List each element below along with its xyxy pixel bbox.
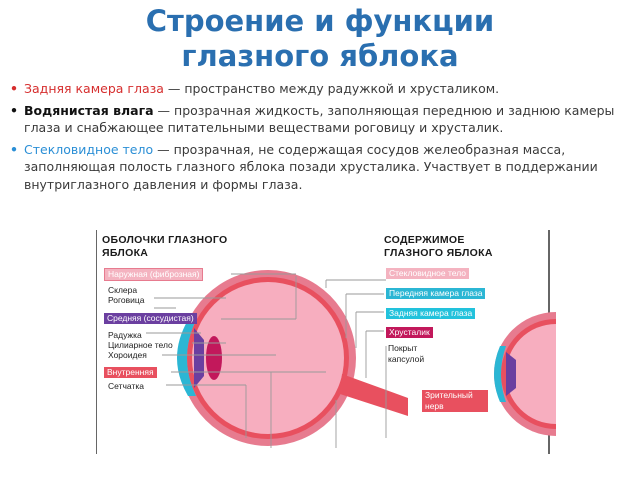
left-header: ОБОЛОЧКИ ГЛАЗНОГО ЯБЛОКА bbox=[102, 234, 227, 260]
bullet-aqueous-humor: • Водянистая влага — прозрачная жидкость… bbox=[10, 102, 630, 137]
bullet-vitreous-body: • Стекловидное тело — прозрачная, не сод… bbox=[10, 141, 630, 194]
label-vitreous: Стекловидное тело bbox=[386, 268, 470, 279]
label-optic-nerve: Зрительный нерв bbox=[422, 390, 488, 412]
eye-illustration bbox=[96, 230, 556, 454]
bullet-posterior-chamber: • Задняя камера глаза — пространство меж… bbox=[10, 80, 630, 98]
cornea-shape bbox=[177, 320, 196, 396]
bullet-text: — пространство между радужкой и хрустали… bbox=[163, 81, 500, 96]
label-lens: Хрусталик bbox=[386, 327, 433, 338]
label-sclera: Склера bbox=[108, 285, 138, 295]
right-header-line-2: ГЛАЗНОГО ЯБЛОКА bbox=[384, 247, 493, 259]
label-iris: Радужка bbox=[108, 330, 142, 340]
label-retina: Сетчатка bbox=[108, 381, 144, 391]
page-title: Строение и функции глазного яблока bbox=[0, 4, 640, 74]
label-choroid: Хороидея bbox=[108, 350, 147, 360]
label-cornea: Роговица bbox=[108, 295, 145, 305]
eye-diagram: ОБОЛОЧКИ ГЛАЗНОГО ЯБЛОКА СОДЕРЖИМОЕ ГЛАЗ… bbox=[96, 228, 556, 458]
left-header-line-2: ЯБЛОКА bbox=[102, 247, 149, 259]
label-posterior-chamber: Задняя камера глаза bbox=[386, 308, 476, 319]
bullet-marker: • bbox=[10, 81, 18, 96]
bullet-term: Водянистая влага bbox=[24, 102, 154, 118]
bullet-marker: • bbox=[10, 141, 18, 157]
second-eye-vitreous bbox=[506, 324, 556, 424]
label-ciliary-body: Цилиарное тело bbox=[108, 340, 173, 350]
optic-nerve-shape bbox=[340, 374, 408, 416]
bullet-text: — прозрачная, не содержащая сосудов желе… bbox=[24, 141, 598, 192]
bullet-list: • Задняя камера глаза — пространство меж… bbox=[10, 80, 630, 197]
vitreous-shape bbox=[192, 282, 344, 434]
bullet-marker: • bbox=[10, 102, 18, 118]
second-eye-cornea bbox=[494, 346, 506, 402]
title-line-1: Строение и функции bbox=[145, 4, 495, 38]
bullet-text: — прозрачная жидкость, заполняющая перед… bbox=[24, 102, 615, 136]
lens-shape bbox=[206, 336, 222, 380]
label-middle-layer: Средняя (сосудистая) bbox=[104, 313, 197, 324]
label-inner-layer: Внутренняя bbox=[104, 367, 157, 378]
left-header-line-1: ОБОЛОЧКИ ГЛАЗНОГО bbox=[102, 234, 228, 246]
bullet-term: Задняя камера глаза bbox=[24, 81, 164, 96]
bullet-term: Стекловидное тело bbox=[24, 141, 154, 157]
title-line-2: глазного яблока bbox=[181, 39, 459, 73]
right-header-line-1: СОДЕРЖИМОЕ bbox=[384, 234, 465, 246]
second-eye-iris bbox=[506, 352, 516, 396]
label-capsule: Покрыт капсулой bbox=[388, 343, 425, 364]
right-header: СОДЕРЖИМОЕ ГЛАЗНОГО ЯБЛОКА bbox=[384, 234, 493, 260]
label-anterior-chamber: Передняя камера глаза bbox=[386, 288, 486, 299]
label-outer-layer: Наружная (фиброзная) bbox=[104, 268, 204, 281]
